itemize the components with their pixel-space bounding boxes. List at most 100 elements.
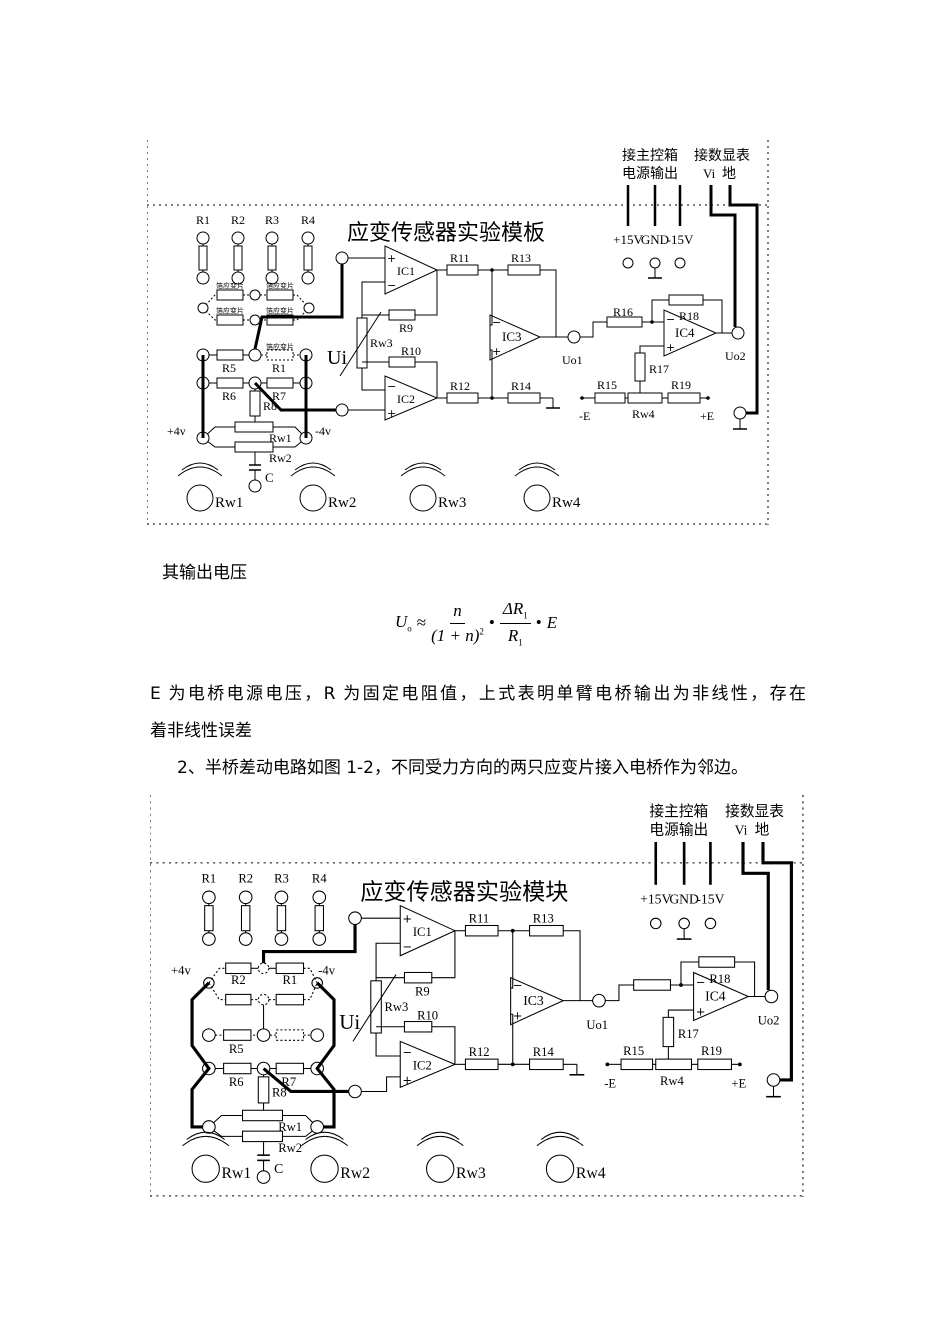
wire [293,307,310,321]
resistor-label: R11 [450,251,470,265]
resistor-label: R9 [399,321,413,335]
opamp-pin-sign: + [666,341,675,354]
resistor-r13 [507,264,541,276]
formula-numerator-n: n [450,601,465,624]
formula-lhs-symbol: U [395,612,408,632]
wire [703,299,723,333]
wire [510,1013,514,1065]
resistor-label: R17 [649,362,669,376]
formula-num2: ΔR [502,599,524,619]
terminal [301,271,315,285]
gauge-label: 箔应变片 [216,306,244,315]
resistor-r16 [633,979,671,991]
potentiometer-label: Rw2 [269,451,292,465]
knob-label: Rw3 [438,495,466,511]
junction-dot [605,1062,610,1067]
resistor-label: R8 [272,1086,287,1100]
strain-gauge [198,245,208,271]
resistor-label: R15 [597,378,617,392]
wire [375,942,401,981]
junction-dot [706,396,710,400]
terminal [274,890,289,905]
wire [639,345,664,353]
opamp-ic1 [399,904,457,957]
strain-resistor-label: R1 [196,213,210,227]
opamp-pin-sign: − [666,313,675,326]
formula-lhs-subscript: o [407,623,412,634]
resistor [275,993,305,1006]
terminal [197,302,209,314]
potentiometer-rw2 [242,1130,284,1143]
resistor-label: R18 [679,309,699,323]
resistor-label: R13 [533,911,554,925]
resistor-label: R5 [222,361,236,375]
opamp-pin-sign: − [402,1045,412,1059]
resistor-r8 [257,1076,270,1104]
opamp-pin-sign: − [387,380,396,393]
resistor-r11 [446,264,479,276]
opamp-pin-sign: + [492,345,501,358]
terminal [310,1028,325,1042]
supply-terminal [649,257,661,269]
wire [490,349,493,398]
uo1-terminal [567,330,581,344]
formula-denominator-r: R1 [508,624,523,647]
meter-vi-label: Vi [703,166,716,181]
resistor-r14 [529,1058,564,1071]
supply-note: 电源输出 [649,822,708,839]
resistor-r10 [403,1021,433,1033]
wire [202,307,217,321]
input-terminal [348,911,362,925]
potentiometer-label: Rw3 [370,336,393,350]
wire [540,269,557,337]
resistor [223,1029,252,1041]
voltage-label: -4v [318,964,336,978]
uo1-label: Uo1 [586,1018,608,1032]
terminal [196,231,210,245]
voltage-label: +4v [171,964,191,978]
resistor-r19 [697,1058,732,1071]
gauge-label: 箔应变片 [266,342,294,351]
opamp-ic2 [399,1040,457,1089]
potentiometer-label: Rw3 [384,1000,408,1014]
uo2-terminal [731,326,745,340]
knob-label: Rw2 [340,1165,370,1182]
resistor-r11 [464,924,499,937]
formula-dot: • [488,613,495,632]
supply-note: 接主控箱 [622,147,678,164]
resistor-label: R15 [623,1044,644,1058]
terminal [202,1028,216,1042]
resistor-label: R19 [671,378,691,392]
capacitor-label: C [265,470,274,485]
supply-label: GND [669,892,699,907]
input-terminal [335,403,349,417]
knob-scale-arc [177,462,223,477]
wire [431,1026,456,1065]
resistor-label: R10 [417,1008,438,1022]
terminal [274,932,289,946]
knob-3 [426,1154,455,1183]
resistor-label: R7 [272,389,286,403]
formula-den2-subscript: 1 [518,636,523,647]
junction-dot [737,1062,742,1067]
supply-terminal [649,917,662,930]
supply-note: 接主控箱 [649,803,708,820]
terminal [249,289,261,301]
resistor-r18 [668,294,704,306]
resistor-r8 [249,390,261,417]
meter-vi-label: Vi [735,823,748,838]
uo1-label: Uo1 [562,353,583,367]
resistor [275,1062,305,1075]
knob-scale-arc [182,1131,230,1147]
potentiometer-rw1 [242,1109,284,1122]
paragraph-nonlinearity: E 为电桥电源电压，R 为固定电阻值，上式表明单臂电桥输出为非线性，存在 [150,684,806,704]
meter-ground-wire [728,185,759,415]
strain-resistor-label: R3 [265,213,279,227]
resistor-r15 [594,392,626,404]
uo2-terminal [764,989,779,1004]
strain-resistor-label: R2 [238,872,253,886]
resistor-label: R8 [263,399,277,413]
terminal [257,962,270,975]
knob-label: Rw2 [328,495,356,511]
